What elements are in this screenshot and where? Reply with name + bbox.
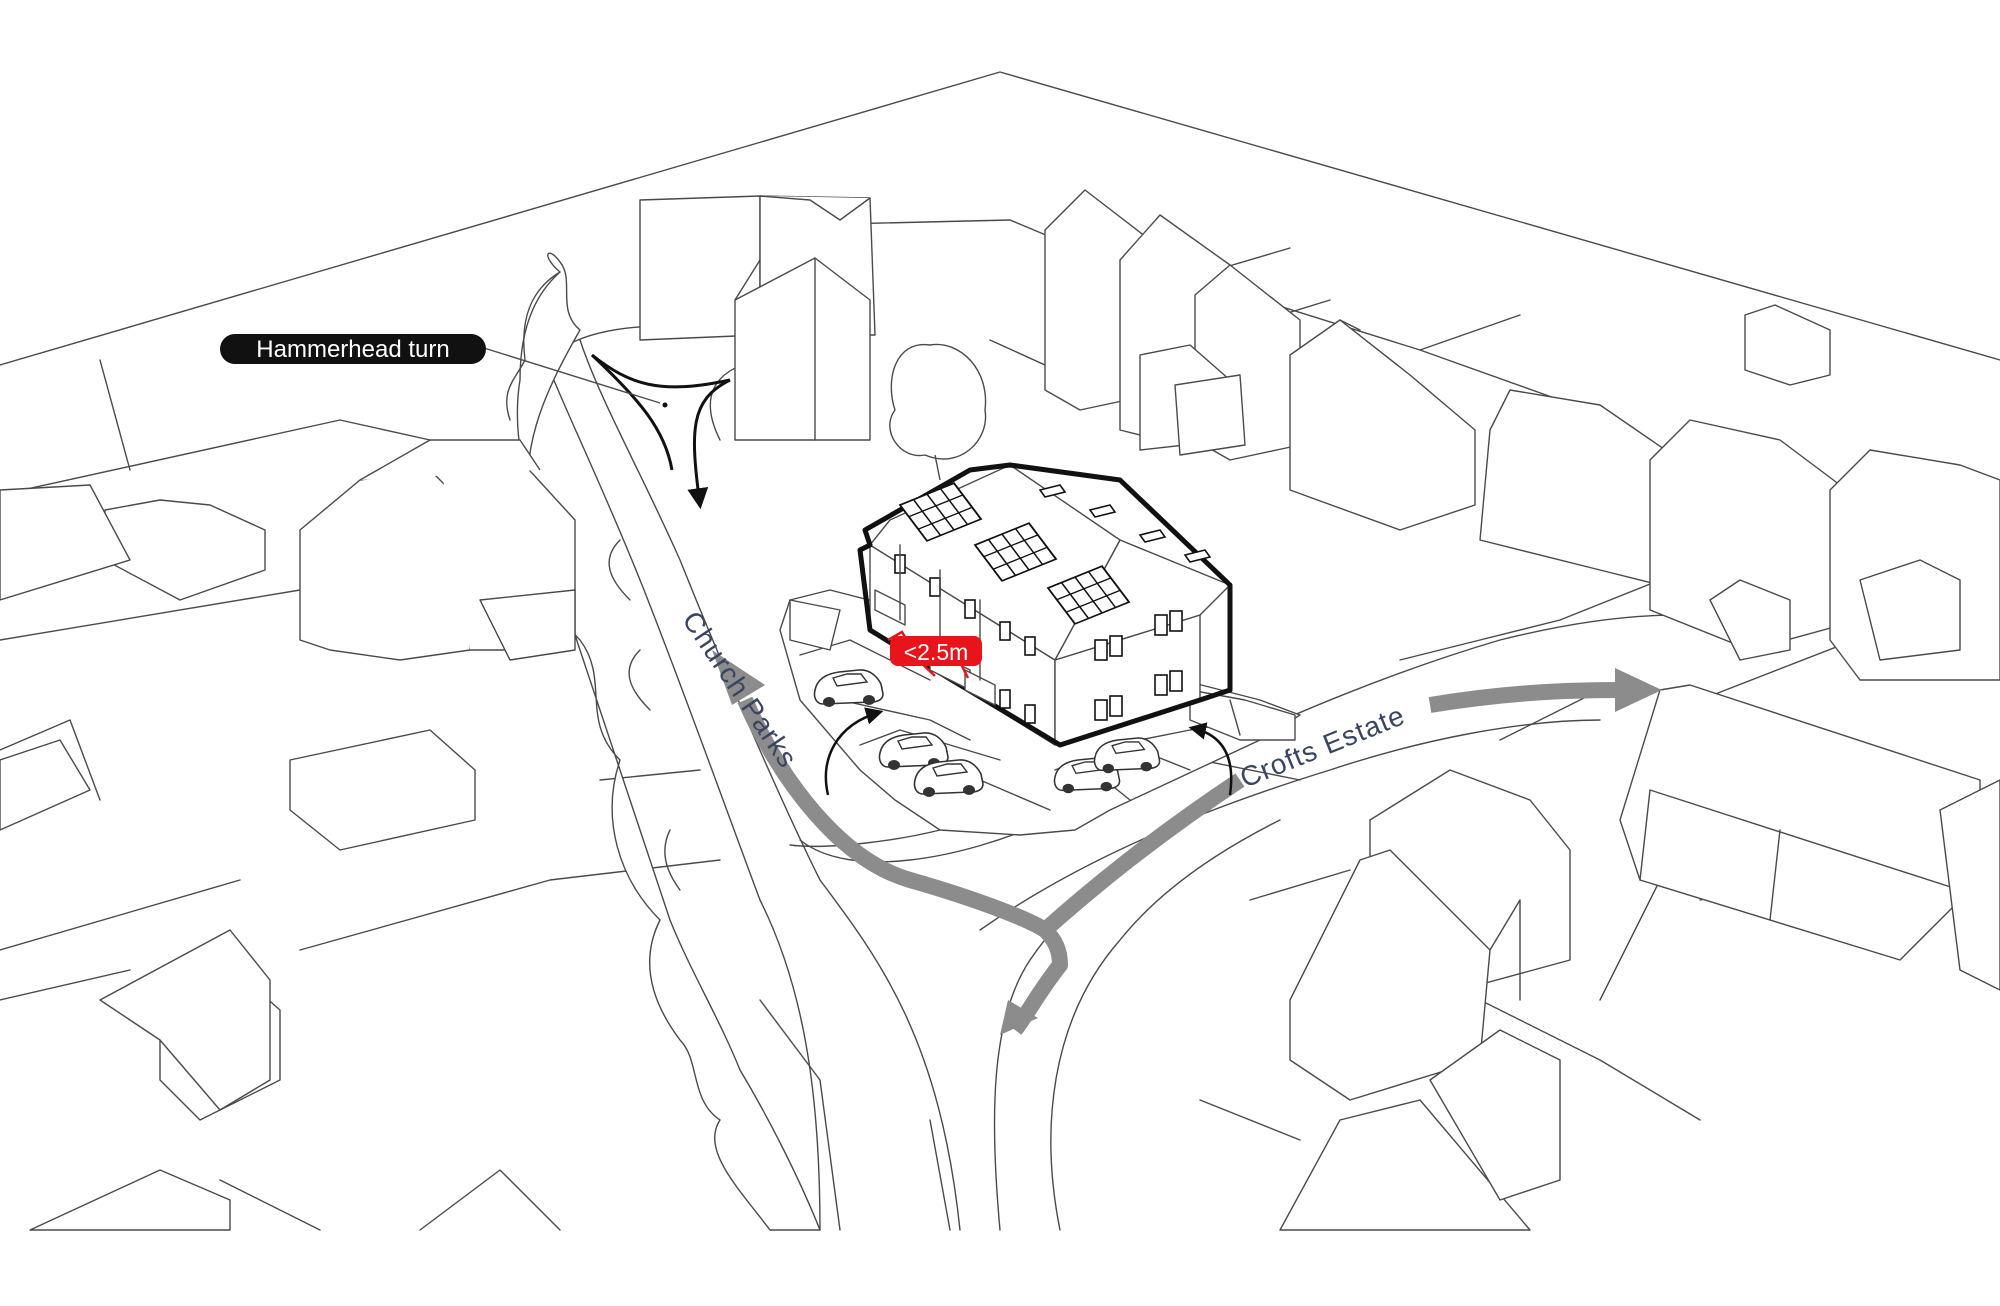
distance-marker: <2.5m (887, 630, 982, 679)
access-arrows (824, 707, 1233, 796)
hammerhead-label-text: Hammerhead turn (256, 336, 449, 363)
window-grid (894, 554, 1183, 724)
hammerhead-turn-symbol (483, 347, 731, 510)
proposed-building (857, 462, 1233, 748)
hammerhead-label: Hammerhead turn (220, 334, 486, 364)
distance-label: <2.5m (904, 639, 969, 665)
tree-icon (889, 343, 987, 481)
context-buildings (0, 189, 2000, 1231)
grey-arrow (712, 650, 1662, 1035)
